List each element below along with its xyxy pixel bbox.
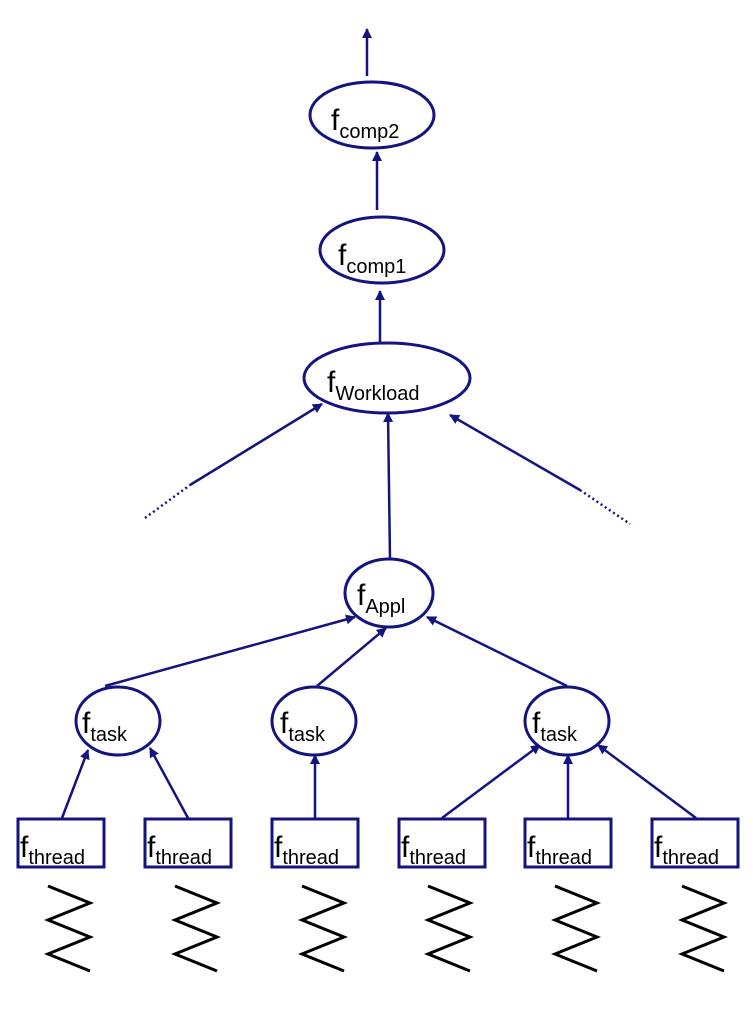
node-thread-5-label: fthread [527,831,592,869]
node-task-2-label: ftask [280,707,326,746]
node-thread-2: fthread [143,817,233,869]
node-thread-1-shape [16,817,106,869]
node-comp1-shape [318,215,446,285]
edge-right-branch-dotted [579,488,631,526]
node-thread-6-label: fthread [654,831,719,869]
node-workload-shape [302,341,472,415]
node-thread-1: fthread [16,817,106,869]
node-comp2: fcomp2 [308,80,436,150]
node-task-3-shape [523,685,611,757]
node-thread-2-label: fthread [147,831,212,869]
edge-thread2-task1 [148,747,190,819]
node-thread-5-shape [523,817,613,869]
edge-left-branch-dotted [144,483,191,520]
node-task-2-shape [270,685,358,757]
node-comp1-label: fcomp1 [338,239,406,278]
node-thread-4-label: fthread [401,831,466,869]
node-thread-6-shape [650,817,740,869]
node-appl-label: fAppl [357,579,405,618]
edge-thread4-task3 [441,743,541,820]
edge-task1-appl [104,614,356,688]
node-appl-shape [343,557,435,629]
node-thread-3-label: fthread [274,831,339,869]
node-task-1: ftask [74,685,162,757]
edge-task2-appl [316,627,387,687]
edge-thread6-task3 [597,743,697,820]
node-thread-1-label: fthread [20,831,85,869]
node-thread-4: fthread [397,817,487,869]
edge-thread1-task1 [60,749,90,819]
node-comp2-shape [308,80,436,150]
node-task-1-shape [74,685,162,757]
node-thread-2-shape [143,817,233,869]
node-comp1: fcomp1 [318,215,446,285]
node-thread-4-shape [397,817,487,869]
node-task-1-label: ftask [82,707,128,746]
zigzag-icon-4 [424,884,474,973]
edge-task3-appl [426,615,568,688]
node-task-2: ftask [270,685,358,757]
node-task-3: ftask [523,685,611,757]
zigzag-icon-2 [171,884,221,973]
node-workload: fWorkload [302,341,472,415]
node-thread-3-shape [270,817,360,869]
node-task-3-label: ftask [532,707,578,746]
node-comp2-label: fcomp2 [331,104,399,143]
node-workload-label: fWorkload [327,366,419,405]
edge-right-branch [449,413,581,492]
edge-left-branch [189,402,323,487]
zigzag-icon-3 [298,884,348,973]
node-thread-5: fthread [523,817,613,869]
node-thread-6: fthread [650,817,740,869]
node-thread-3: fthread [270,817,360,869]
zigzag-icon-5 [551,884,601,973]
zigzag-icon-6 [678,884,728,973]
node-appl: fAppl [343,557,435,629]
edge-appl-workload [383,412,394,561]
zigzag-icon-1 [44,884,94,973]
